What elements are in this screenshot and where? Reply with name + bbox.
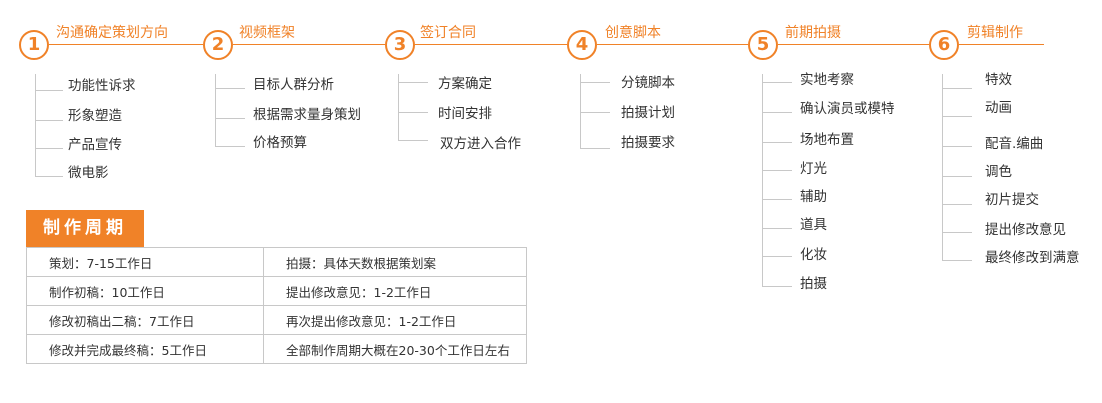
step-6-underline: [959, 44, 1044, 45]
step-6-title: 剪辑制作: [967, 25, 1023, 41]
branch-tick: [35, 148, 63, 149]
step-5-item: 道具: [800, 217, 827, 233]
step-6-item: 动画: [985, 100, 1012, 116]
step-1-title: 沟通确定策划方向: [56, 25, 168, 41]
table-cell: 提出修改意见：1-2工作日: [263, 276, 527, 306]
branch-tick: [35, 176, 63, 177]
step-6-item: 最终修改到满意: [985, 250, 1080, 266]
step-6-item: 特效: [985, 72, 1012, 88]
step-6-number: 6: [929, 30, 959, 60]
branch-tick: [942, 116, 972, 117]
branch-tick: [35, 120, 63, 121]
branch-tick: [215, 88, 245, 89]
step-1-item: 微电影: [68, 165, 109, 181]
table-row: 修改并完成最终稿：5工作日 全部制作周期大概在20-30个工作日左右: [26, 334, 527, 364]
step-2-underline: [233, 44, 385, 45]
branch-tick: [762, 256, 792, 257]
branch-tick: [215, 146, 245, 147]
step-4-branch-line: [580, 74, 581, 148]
branch-tick: [942, 146, 972, 147]
step-1-number: 1: [19, 30, 49, 60]
branch-tick: [580, 82, 610, 83]
step-5-item: 拍摄: [800, 276, 827, 292]
table-cell: 制作初稿：10工作日: [26, 276, 264, 306]
table-row: 修改初稿出二稿：7工作日 再次提出修改意见：1-2工作日: [26, 305, 527, 335]
branch-tick: [762, 112, 792, 113]
step-4-number: 4: [567, 30, 597, 60]
table-cell: 修改初稿出二稿：7工作日: [26, 305, 264, 335]
step-3-item: 方案确定: [438, 76, 492, 92]
step-5-item: 场地布置: [800, 132, 854, 148]
step-6-item: 提出修改意见: [985, 222, 1066, 238]
branch-tick: [762, 286, 792, 287]
branch-tick: [942, 88, 972, 89]
step-4-item: 分镜脚本: [621, 75, 675, 91]
step-5-title: 前期拍摄: [785, 25, 841, 41]
step-5-underline: [778, 44, 929, 45]
cycle-table: 策划：7-15工作日 拍摄：具体天数根据策划案 制作初稿：10工作日 提出修改意…: [26, 247, 527, 364]
step-2-item: 价格预算: [253, 135, 307, 151]
step-2-item: 根据需求量身策划: [253, 107, 361, 123]
step-4-title: 创意脚本: [605, 25, 661, 41]
branch-tick: [398, 140, 428, 141]
step-3-number: 3: [385, 30, 415, 60]
step-3-title: 签订合同: [420, 25, 476, 41]
table-cell: 全部制作周期大概在20-30个工作日左右: [263, 334, 527, 364]
step-5-item: 化妆: [800, 247, 827, 263]
table-cell: 策划：7-15工作日: [26, 247, 264, 277]
step-1-item: 功能性诉求: [68, 78, 136, 94]
step-3-underline: [415, 44, 567, 45]
step-6-item: 调色: [985, 164, 1012, 180]
step-1-item: 产品宣传: [68, 137, 122, 153]
branch-tick: [942, 204, 972, 205]
step-4-item: 拍摄计划: [621, 105, 675, 121]
branch-tick: [580, 148, 610, 149]
step-4-underline: [597, 44, 748, 45]
table-row: 制作初稿：10工作日 提出修改意见：1-2工作日: [26, 276, 527, 306]
branch-tick: [942, 176, 972, 177]
branch-tick: [762, 199, 792, 200]
step-4-item: 拍摄要求: [621, 135, 675, 151]
branch-tick: [762, 228, 792, 229]
step-1-item: 形象塑造: [68, 108, 122, 124]
step-5-item: 辅助: [800, 189, 827, 205]
table-cell: 修改并完成最终稿：5工作日: [26, 334, 264, 364]
step-2-title: 视频框架: [239, 25, 295, 41]
step-1-branch-line: [35, 74, 36, 176]
step-6-item: 配音.编曲: [985, 136, 1044, 152]
cycle-title: 制作周期: [26, 210, 144, 247]
branch-tick: [215, 118, 245, 119]
step-2-branch-line: [215, 74, 216, 146]
step-5-item: 确认演员或模特: [800, 101, 895, 117]
step-5-item: 实地考察: [800, 72, 854, 88]
step-5-item: 灯光: [800, 161, 827, 177]
step-3-item: 双方进入合作: [440, 136, 521, 152]
branch-tick: [35, 90, 63, 91]
step-2-item: 目标人群分析: [253, 77, 334, 93]
step-3-branch-line: [398, 74, 399, 140]
branch-tick: [942, 232, 972, 233]
step-2-number: 2: [203, 30, 233, 60]
branch-tick: [398, 112, 428, 113]
branch-tick: [762, 82, 792, 83]
step-5-number: 5: [748, 30, 778, 60]
table-cell: 拍摄：具体天数根据策划案: [263, 247, 527, 277]
branch-tick: [762, 142, 792, 143]
step-6-item: 初片提交: [985, 192, 1039, 208]
branch-tick: [762, 170, 792, 171]
table-cell: 再次提出修改意见：1-2工作日: [263, 305, 527, 335]
step-1-underline: [49, 44, 203, 45]
step-5-branch-line: [762, 74, 763, 286]
branch-tick: [942, 260, 972, 261]
branch-tick: [580, 112, 610, 113]
step-3-item: 时间安排: [438, 106, 492, 122]
table-row: 策划：7-15工作日 拍摄：具体天数根据策划案: [26, 247, 527, 277]
step-6-branch-line: [942, 74, 943, 260]
branch-tick: [398, 82, 428, 83]
